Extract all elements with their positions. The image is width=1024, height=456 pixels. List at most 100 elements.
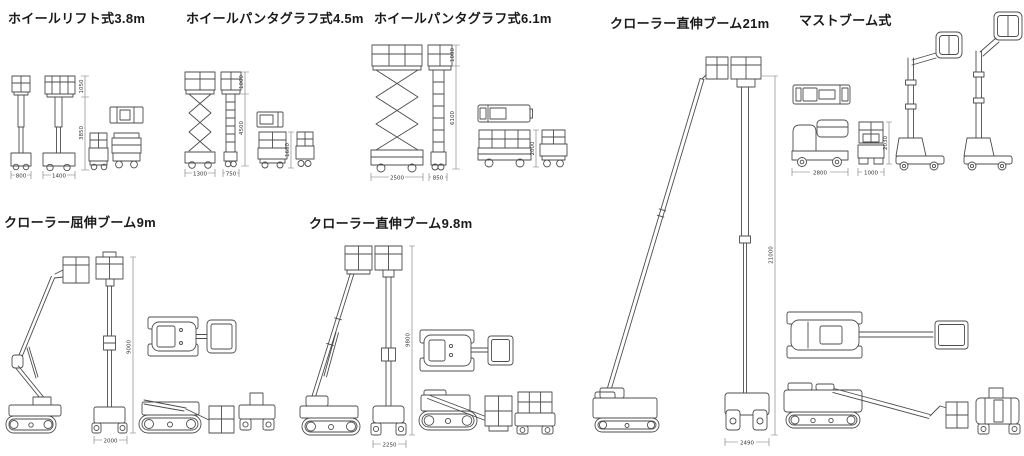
svg-text:2030: 2030	[883, 136, 889, 150]
stowed-front-view	[257, 131, 288, 169]
group-title: ホイールリフト式3.8m	[8, 11, 146, 26]
dim-front-width: 1300	[184, 169, 216, 177]
svg-text:2250: 2250	[383, 442, 397, 448]
pantograph-61-drawing: 2500 850 1000 6100 2000	[370, 44, 568, 181]
svg-text:850: 850	[433, 175, 444, 181]
dim-stowed-height: 2000	[530, 129, 539, 168]
svg-text:3850: 3850	[79, 126, 85, 140]
elevated-side-view-mid	[895, 31, 963, 171]
group-crawler-straight-21: クローラー直伸ブーム21m	[588, 13, 1024, 456]
dim-front-width: 2500	[370, 173, 424, 181]
elevated-side-view	[299, 245, 373, 436]
svg-text:2800: 2800	[813, 170, 827, 176]
mast-boom-drawing: 2800 1000 2030	[791, 11, 1023, 176]
dim-side-width: 750	[222, 169, 240, 177]
stowed-side-view	[477, 129, 532, 168]
stowed-side-view	[418, 389, 513, 432]
svg-text:1000: 1000	[239, 75, 245, 89]
svg-text:1400: 1400	[52, 173, 66, 179]
group-crawler-knuckle-9: クローラー屈伸ブーム9m	[3, 212, 288, 456]
elevated-front-view	[184, 71, 216, 169]
svg-text:1000: 1000	[864, 170, 878, 176]
elevated-side-view	[42, 75, 76, 172]
dim-front-width: 2490	[724, 438, 770, 446]
elevated-side-view	[427, 44, 453, 171]
svg-text:2000: 2000	[530, 141, 536, 155]
elevated-side-view	[592, 56, 729, 433]
dim-side-length: 1400	[42, 171, 76, 179]
pantograph-45-drawing: 1300 750 1000 4500 1650	[184, 71, 315, 177]
dim-heights: 1050 3850	[79, 75, 89, 171]
stowed-front-view	[238, 392, 276, 431]
elevated-front-view	[370, 245, 407, 436]
elevated-side-view	[5, 256, 90, 434]
elevated-front-view	[10, 75, 32, 171]
plan-view	[419, 329, 514, 372]
dim-front-width: 2000	[93, 436, 128, 444]
group-title: ホイールパンタグラフ式4.5m	[186, 11, 364, 26]
svg-text:1300: 1300	[193, 171, 207, 177]
dim-overall-height: 9800	[406, 245, 415, 436]
plan-view	[147, 316, 237, 357]
elevated-side-view	[220, 71, 242, 168]
svg-text:800: 800	[16, 173, 27, 179]
wheel-lift-38-drawing: 800 1400 1050 3850	[10, 75, 144, 179]
crawler-98-drawing: 2250 9800	[299, 245, 556, 448]
group-mast-boom: マストブーム式	[790, 8, 1024, 180]
dim-stowed-height: 1650	[285, 131, 294, 169]
plan-view	[256, 111, 284, 128]
elevated-front-view	[370, 44, 424, 173]
group-title: クローラー直伸ブーム21m	[610, 16, 770, 31]
group-title: マストブーム式	[799, 13, 892, 28]
dim-stowed-height: 2030	[883, 121, 892, 165]
svg-text:2500: 2500	[390, 175, 404, 181]
svg-text:2000: 2000	[104, 438, 118, 444]
plan-view	[109, 106, 144, 124]
crawler-21-elevated-drawing: 21000 2490	[592, 56, 778, 446]
elevated-front-view	[724, 56, 770, 431]
stowed-side-view	[295, 131, 315, 167]
svg-text:750: 750	[226, 171, 237, 177]
group-crawler-straight-98: クローラー直伸ブーム9.8m	[298, 212, 560, 456]
stowed-front-view	[975, 387, 1021, 435]
svg-text:9800: 9800	[406, 333, 412, 347]
stowed-side-view	[111, 132, 142, 169]
dim-front-width: 2250	[372, 440, 407, 448]
dim-overall-height: 9000	[127, 256, 136, 434]
stowed-front-view	[539, 129, 568, 168]
dim-overall-height: 21000	[762, 75, 778, 436]
stowed-front-view	[514, 391, 556, 435]
group-pantograph-45: ホイールパンタグラフ式4.5m	[183, 8, 363, 198]
plan-view	[792, 84, 851, 105]
group-wheel-lift-38: ホイールリフト式3.8m	[5, 8, 165, 194]
dim-side-width: 850	[428, 173, 448, 181]
crawler-9-drawing: 2000 9000	[5, 251, 276, 444]
dim-front-width: 800	[10, 171, 32, 179]
group-pantograph-61: ホイールパンタグラフ式6.1m	[368, 8, 573, 198]
svg-text:1650: 1650	[285, 143, 291, 157]
dim-side-length: 2800	[791, 168, 849, 176]
dim-heights: 1000 6100	[450, 44, 460, 170]
stowed-side-view	[138, 399, 235, 434]
group-title: クローラー屈伸ブーム9m	[4, 215, 156, 230]
svg-text:2490: 2490	[740, 440, 754, 446]
group-title: クローラー直伸ブーム9.8m	[309, 216, 473, 231]
stowed-side-view	[791, 119, 849, 167]
elevated-side-view-high	[963, 11, 1023, 171]
group-title: ホイールパンタグラフ式6.1m	[374, 11, 552, 26]
crawler-21-stowed-drawing	[783, 311, 1021, 435]
svg-text:1000: 1000	[450, 48, 456, 62]
plan-view	[477, 104, 533, 123]
svg-text:4500: 4500	[239, 121, 245, 135]
svg-text:6100: 6100	[450, 111, 456, 125]
stowed-front-view	[857, 121, 885, 165]
plan-view	[786, 311, 969, 359]
svg-text:21000: 21000	[769, 246, 775, 264]
stowed-front-view	[88, 132, 109, 171]
dim-heights: 1000 4500	[239, 71, 249, 167]
svg-text:9000: 9000	[127, 340, 133, 354]
dim-front-width: 1000	[857, 168, 885, 176]
elevated-front-view	[91, 251, 128, 434]
stowed-side-view	[783, 382, 969, 429]
